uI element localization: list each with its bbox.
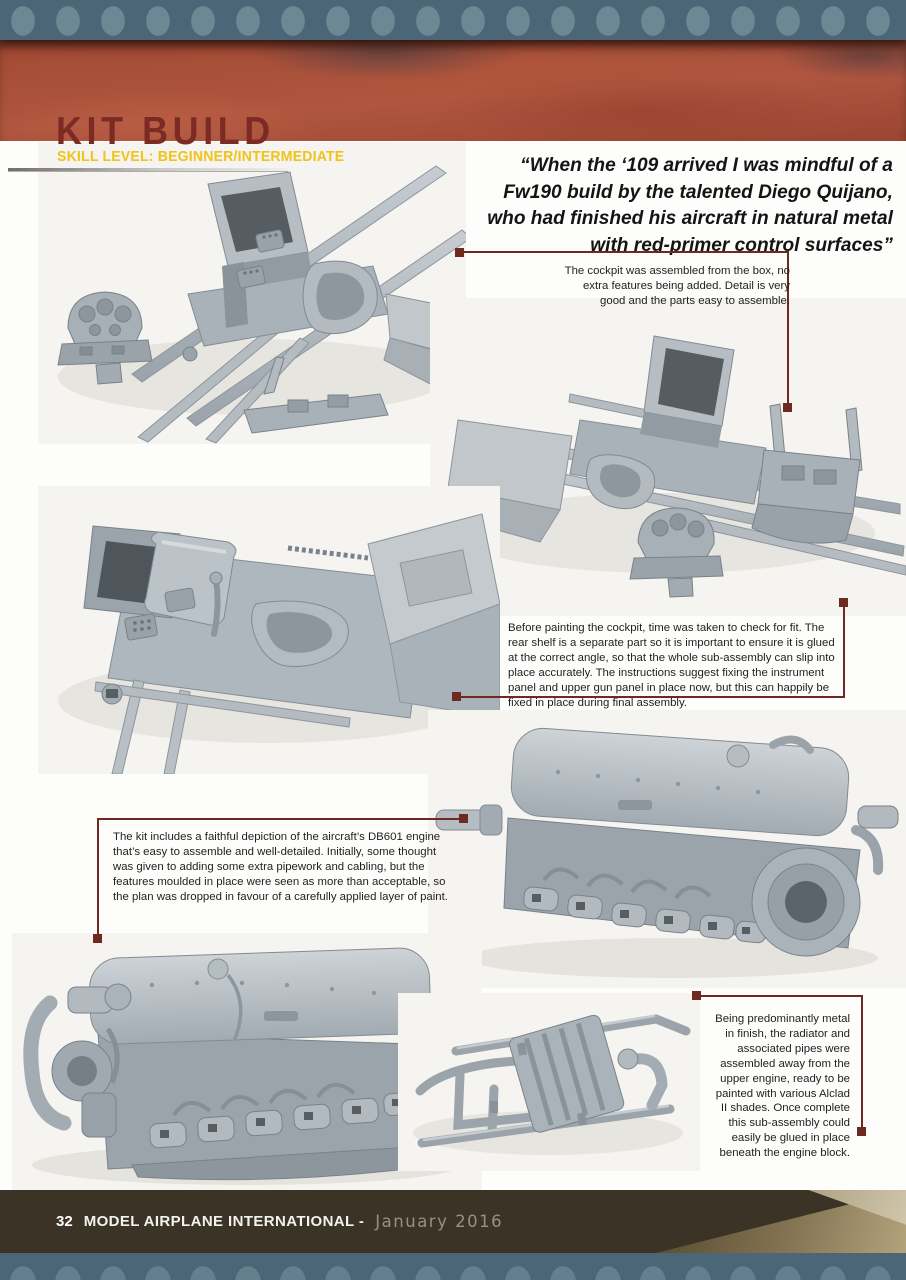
callout-square bbox=[783, 403, 792, 412]
quote-line: Fw190 build by the talented Diego Quijan… bbox=[503, 180, 893, 203]
pull-quote: “When the ‘109 arrived I was mindful of … bbox=[487, 152, 893, 258]
callout-line bbox=[97, 818, 99, 938]
caption-radiator: Being predominantly metal in finish, the… bbox=[715, 1013, 850, 1160]
callout-square bbox=[452, 692, 461, 701]
rivet-bar-top bbox=[0, 0, 906, 40]
quote-line: with red-primer control surfaces” bbox=[590, 233, 893, 256]
callout-square bbox=[459, 814, 468, 823]
photo-radiator-pipes bbox=[398, 993, 700, 1171]
callout-line bbox=[696, 995, 863, 997]
quote-line: who had finished his aircraft in natural… bbox=[487, 207, 893, 229]
photo-cockpit-assembly-1 bbox=[38, 142, 466, 444]
footer-band: 32 MODEL AIRPLANE INTERNATIONAL - Januar… bbox=[0, 1190, 906, 1253]
caption-fit-check: Before painting the cockpit, time was ta… bbox=[508, 622, 835, 709]
header-band: KIT BUILD SKILL LEVEL: BEGINNER/INTERMED… bbox=[0, 40, 906, 171]
magazine-title: MODEL AIRPLANE INTERNATIONAL - bbox=[83, 1213, 365, 1230]
callout-line bbox=[456, 696, 845, 698]
callout-line bbox=[843, 602, 845, 698]
quote-line: “When the ‘109 arrived I was mindful of … bbox=[520, 154, 893, 176]
page-number: 32 bbox=[56, 1213, 73, 1230]
rivet-bar-bottom bbox=[0, 1253, 906, 1280]
callout-line bbox=[459, 251, 789, 253]
skill-level-label: SKILL LEVEL: BEGINNER/INTERMEDIATE bbox=[57, 149, 345, 165]
photo-cockpit-assembly-2 bbox=[430, 298, 906, 616]
page-title: KIT BUILD bbox=[56, 110, 275, 153]
issue-date: January 2016 bbox=[375, 1212, 504, 1231]
footer-text: 32 MODEL AIRPLANE INTERNATIONAL - Januar… bbox=[56, 1190, 503, 1253]
photo-cockpit-closeup bbox=[38, 486, 500, 774]
callout-square bbox=[93, 934, 102, 943]
callout-line bbox=[787, 251, 789, 407]
caption-engine: The kit includes a faithful depiction of… bbox=[113, 831, 448, 903]
callout-line bbox=[97, 818, 463, 820]
callout-line bbox=[861, 995, 863, 1131]
photo-engine-right bbox=[428, 710, 906, 988]
callout-square bbox=[857, 1127, 866, 1136]
header-divider bbox=[8, 168, 288, 171]
caption-cockpit-box: The cockpit was assembled from the box, … bbox=[564, 265, 790, 307]
